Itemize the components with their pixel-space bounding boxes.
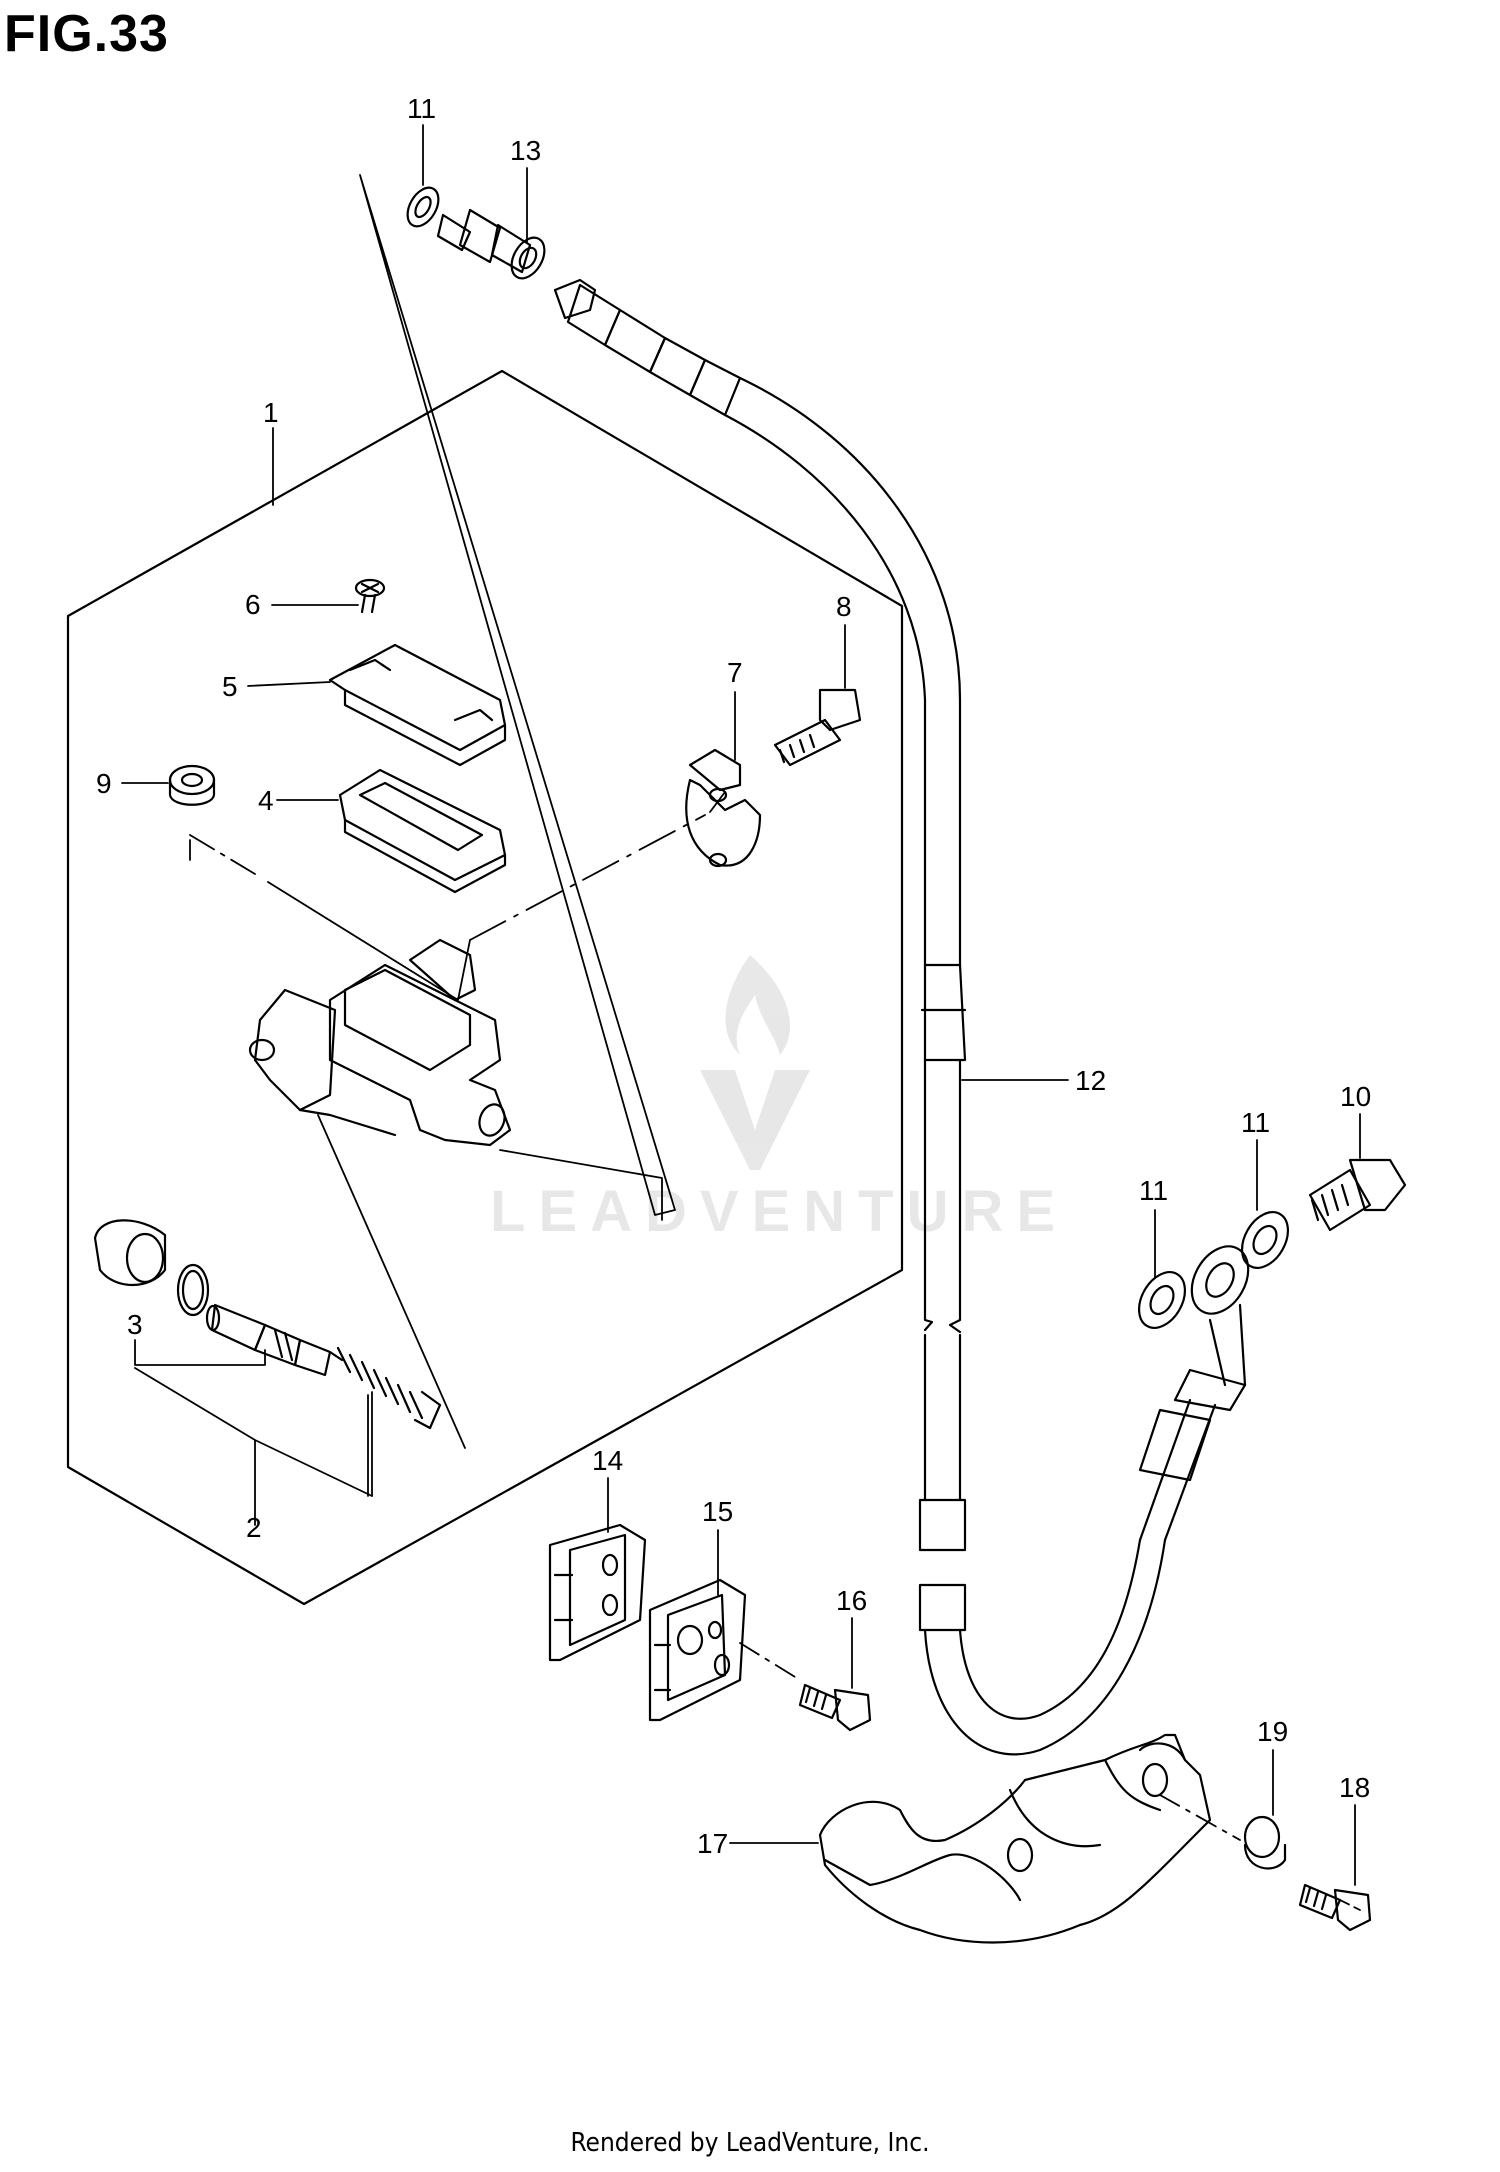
callout-1: 1 [263,397,279,428]
callout-19: 19 [1257,1716,1288,1747]
cap-screw [354,578,386,614]
callout-6: 6 [245,589,261,620]
bushing [168,764,216,806]
handlebar-clamp [685,748,762,868]
callout-14: 14 [592,1445,623,1476]
callout-3: 3 [127,1309,143,1340]
reservoir-cap [328,643,507,767]
callout-8: 8 [836,591,852,622]
circlip [176,1263,210,1317]
hose-top-fittings [553,278,742,417]
guard-bolt [1298,1883,1372,1932]
callout-2: 2 [246,1512,262,1543]
leader-lines [121,124,1361,1886]
pad-bolt [798,1683,872,1732]
banjo-fitting [436,208,546,280]
watermark-logo [700,955,810,1170]
callout-4: 4 [258,785,274,816]
brake-pad-14 [548,1523,647,1662]
brake-hose [723,376,1250,1756]
callout-11-top: 11 [407,93,436,124]
washer-right-a [1137,1271,1187,1329]
guide-lines [189,174,1361,1911]
disc-guard [818,1733,1212,1944]
callout-12: 12 [1075,1065,1106,1096]
washer-right-b [1240,1211,1290,1269]
brake-pad-15 [648,1578,747,1722]
piston-assembly [205,1303,442,1430]
banjo-bolt [1308,1158,1407,1232]
figure-title: FIG.33 [4,5,169,63]
kit-outline [66,369,904,1606]
callout-numbers: 11 13 1 6 5 9 4 7 8 12 10 11 11 3 2 14 1… [96,93,1371,1859]
master-cylinder [248,938,512,1147]
piston-boot [93,1219,167,1287]
clamp-bolt [773,688,862,767]
callout-18: 18 [1339,1772,1370,1803]
callout-10: 10 [1340,1081,1371,1112]
callout-9: 9 [96,768,112,799]
footer-credit: Rendered by LeadVenture, Inc. [570,2128,930,2158]
callout-5: 5 [222,671,238,702]
callout-16: 16 [836,1585,867,1616]
callout-15: 15 [702,1496,733,1527]
diaphragm [338,768,507,894]
washer-top [406,186,440,228]
callout-17: 17 [697,1828,728,1859]
callout-7: 7 [727,657,743,688]
collar [1243,1815,1287,1870]
callout-11-low: 11 [1139,1175,1168,1206]
callout-13: 13 [510,135,541,166]
callout-11-mid: 11 [1241,1107,1270,1138]
